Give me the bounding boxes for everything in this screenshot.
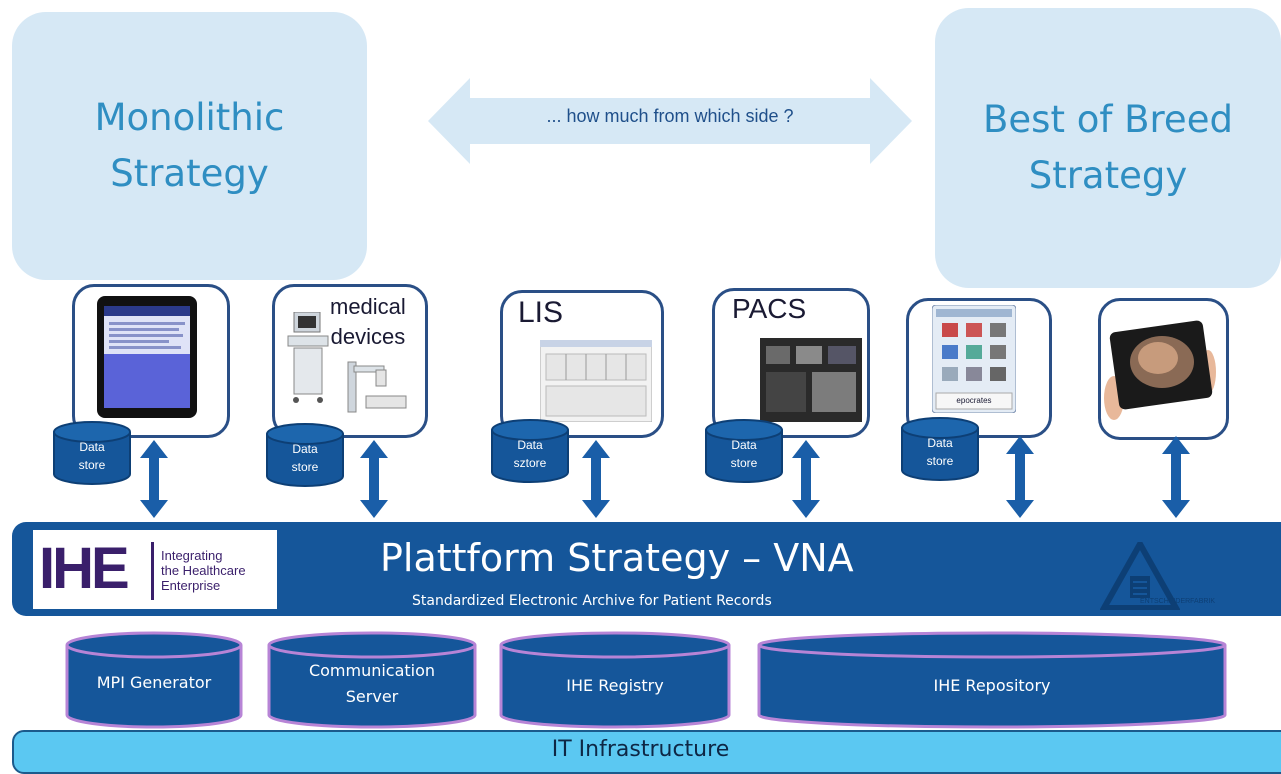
communication-server-label: Communication Server (308, 661, 436, 706)
ihe-registry-cylinder (499, 631, 731, 729)
ihe-registry-label: IHE Registry (566, 676, 664, 695)
xray-device-icon (347, 361, 407, 413)
brain-scan-tablet-icon (1104, 320, 1216, 420)
entscheiderfabrik-logo-icon (1100, 542, 1180, 610)
it-infrastructure-bar (12, 730, 1281, 774)
pacs-screenshot-icon (760, 338, 862, 422)
ihe-logo-text: Integrating the Healthcare Enterprise (161, 548, 246, 593)
platform-subtitle: Standardized Electronic Archive for Pati… (412, 593, 772, 609)
lis-screenshot-icon (540, 340, 652, 422)
tablet-icon (97, 296, 197, 418)
data-store-3-icon (491, 419, 569, 483)
data-store-1-icon (53, 421, 131, 485)
pacs-label: PACS (732, 293, 807, 324)
data-store-2-icon (266, 423, 344, 487)
epocrates-app-icon (932, 305, 1016, 413)
monolithic-strategy-box: Monolithic Strategy (12, 12, 367, 280)
double-arrow-icon (428, 78, 912, 164)
ihe-repository-cylinder (757, 631, 1227, 729)
mpi-generator-cylinder (65, 631, 243, 729)
data-store-3-label: Data sztore (513, 438, 547, 470)
ultrasound-device-icon (287, 312, 329, 403)
data-store-4-icon (705, 419, 783, 483)
best-of-breed-strategy-box: Best of Breed Strategy (935, 8, 1281, 288)
ihe-logo: IHE Integrating the Healthcare Enterpris… (33, 530, 277, 609)
epocrates-label: epocrates (956, 396, 992, 405)
entscheiderfabrik-wordmark: ENTSCHEIDERFABRIK (1140, 598, 1216, 605)
data-store-5-icon (901, 417, 979, 481)
ihe-logo-letters: IHE (39, 536, 130, 601)
lis-label: LIS (518, 296, 564, 329)
communication-server-cylinder (267, 631, 477, 729)
data-store-5-label: Data store (926, 436, 954, 468)
it-infrastructure-label: IT Infrastructure (551, 737, 730, 762)
connector-arrow-2-icon (360, 440, 388, 518)
mpi-generator-label: MPI Generator (96, 673, 212, 692)
connector-arrow-1-icon (140, 440, 168, 518)
data-store-2-label: Data store (291, 442, 319, 474)
connector-arrow-3-icon (582, 440, 610, 518)
ihe-logo-divider (151, 542, 154, 600)
connector-arrow-5-icon (1006, 436, 1034, 518)
connector-arrow-4-icon (792, 440, 820, 518)
arrow-label: ... how much from which side ? (546, 106, 794, 126)
platform-title: Plattform Strategy – VNA (380, 536, 854, 580)
data-store-1-label: Data store (78, 440, 106, 472)
connector-arrow-6-icon (1162, 436, 1190, 518)
data-store-4-label: Data store (730, 438, 758, 470)
medical-devices-label: medical devices (330, 294, 406, 349)
ihe-repository-label: IHE Repository (933, 676, 1051, 695)
